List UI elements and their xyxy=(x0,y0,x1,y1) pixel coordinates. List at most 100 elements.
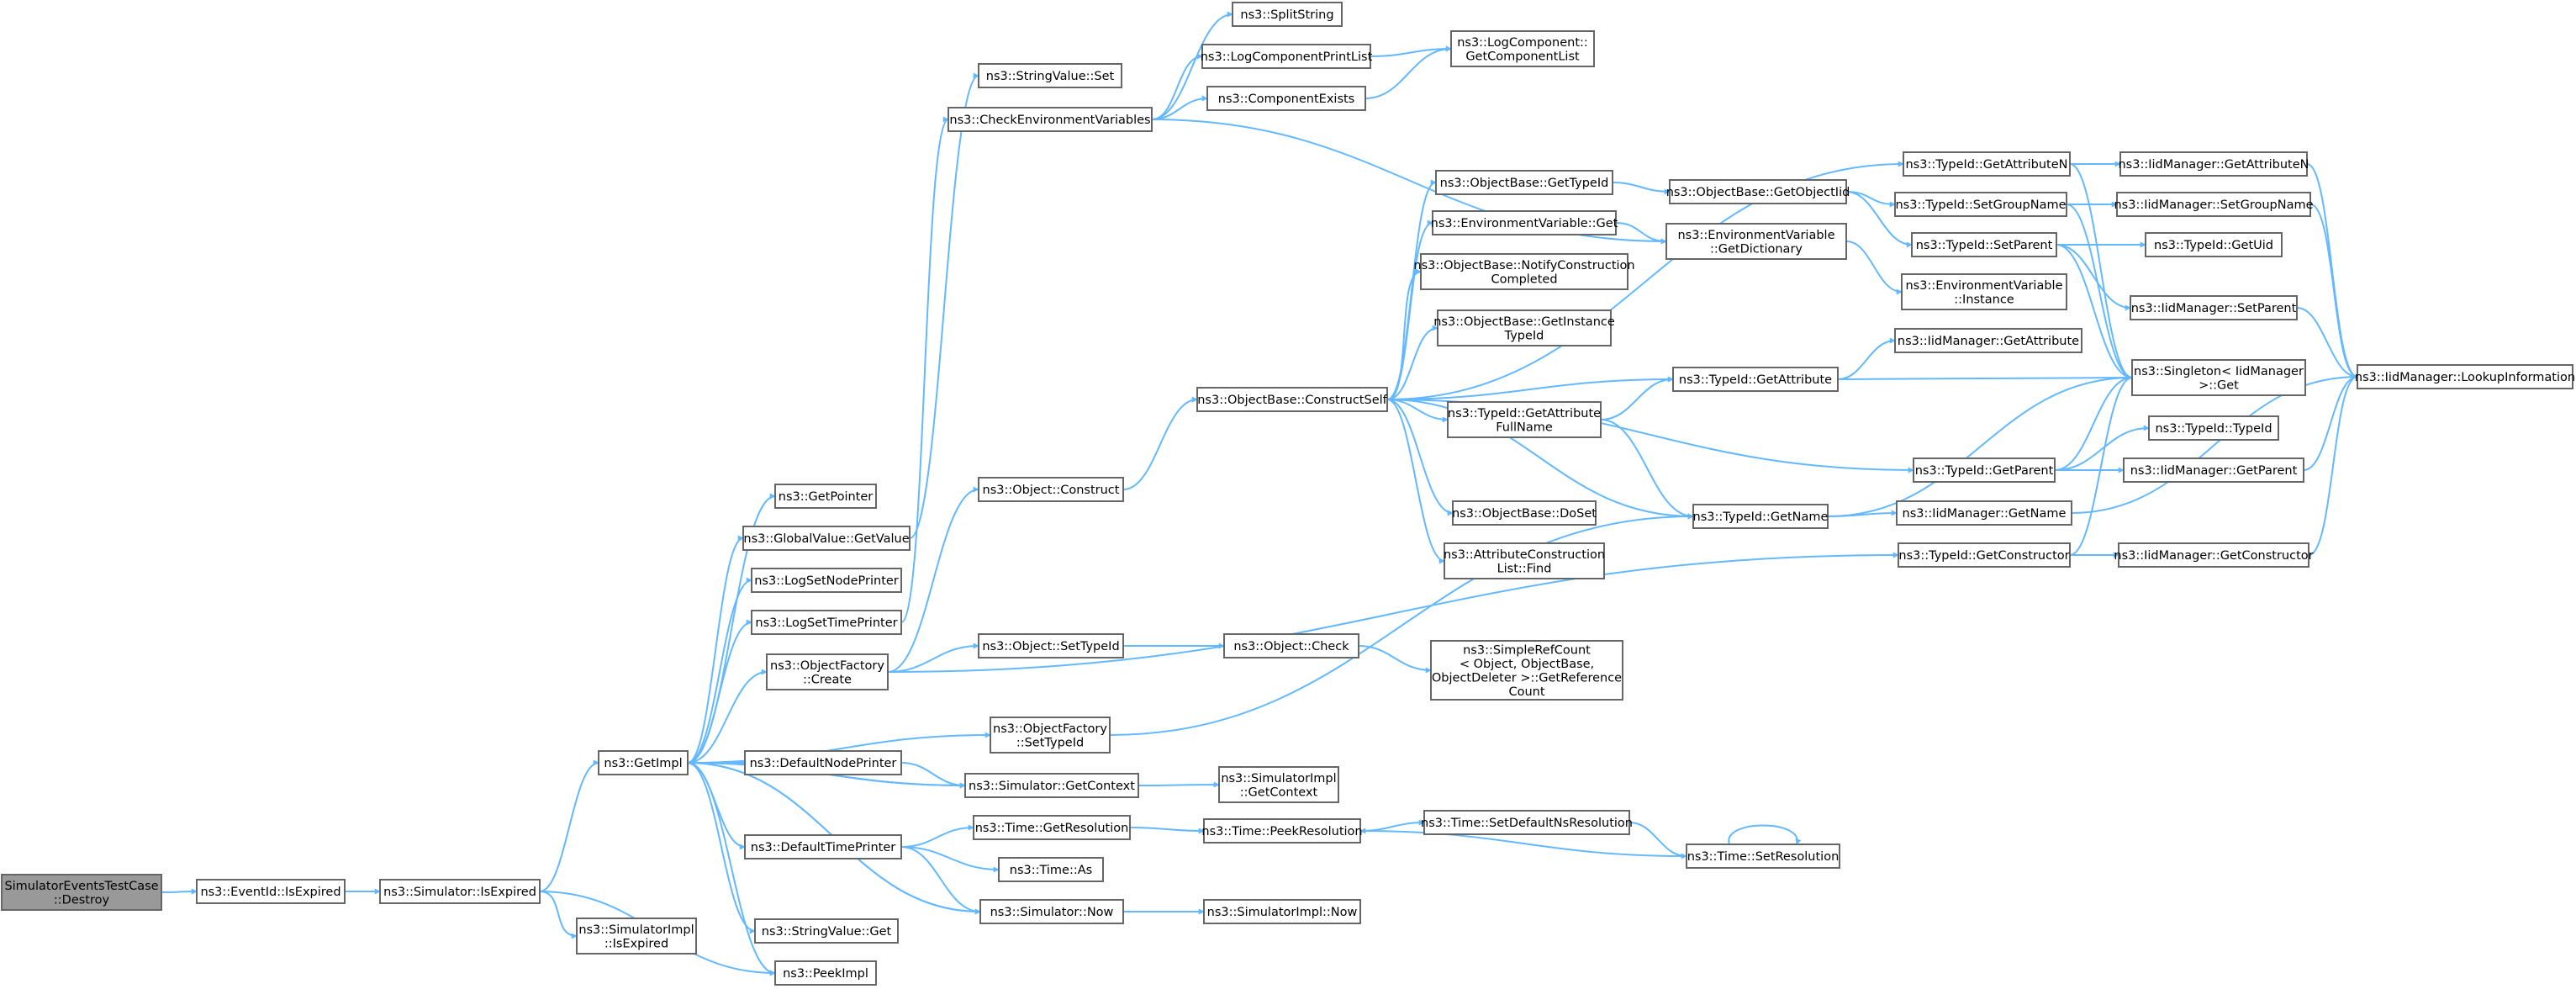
node-logsettimeprinter[interactable]: ns3::LogSetTimePrinter xyxy=(751,610,902,635)
edge-objectfactory_create-to-typeid_getconstructor xyxy=(887,552,1899,673)
node-box xyxy=(978,63,1122,88)
node-label: ns3::PeekImpl xyxy=(783,967,868,981)
node-objectbase_gettypeid[interactable]: ns3::ObjectBase::GetTypeId xyxy=(1435,170,1613,195)
node-peekimpl[interactable]: ns3::PeekImpl xyxy=(774,960,877,986)
node-box xyxy=(2131,359,2306,396)
node-iidmanager_setgroupname[interactable]: ns3::IidManager::SetGroupName xyxy=(2114,192,2314,217)
node-componentexists[interactable]: ns3::ComponentExists xyxy=(1206,86,1366,111)
node-box xyxy=(1692,504,1829,529)
node-simplerefcount[interactable]: ns3::SimpleRefCount< Object, ObjectBase,… xyxy=(1430,640,1623,701)
node-label: ns3::TypeId::GetParent xyxy=(1915,464,2054,478)
node-box xyxy=(1898,542,2071,568)
node-typeid_setparent[interactable]: ns3::TypeId::SetParent xyxy=(1911,232,2057,257)
edge-object_construct-to-objectbase_constructself xyxy=(1122,396,1198,490)
node-label: ns3::LogComponentPrintList xyxy=(1201,50,1373,64)
node-time_setdefaultns[interactable]: ns3::Time::SetDefaultNsResolution xyxy=(1421,810,1633,835)
node-envvar_getdictionary[interactable]: ns3::EnvironmentVariable::GetDictionary xyxy=(1665,223,1847,260)
node-typeid_getattributen[interactable]: ns3::TypeId::GetAttributeN xyxy=(1903,151,2071,177)
node-iidmanager_setparent[interactable]: ns3::IidManager::SetParent xyxy=(2130,295,2298,320)
edge-defaulttimeprinter-to-time_as xyxy=(900,846,1000,873)
node-iidmanager_lookupinformation[interactable]: ns3::IidManager::LookupInformation xyxy=(2355,364,2575,389)
node-typeid_getconstructor[interactable]: ns3::TypeId::GetConstructor xyxy=(1898,542,2071,568)
node-label: ns3::EventId::IsExpired xyxy=(200,886,340,899)
node-box xyxy=(990,717,1111,754)
node-label: ns3::SimulatorImpl xyxy=(1221,772,1336,785)
node-logcomponentprintlist[interactable]: ns3::LogComponentPrintList xyxy=(1201,44,1373,69)
node-label: SimulatorEventsTestCase xyxy=(4,880,158,893)
node-time_as[interactable]: ns3::Time::As xyxy=(998,857,1104,882)
node-box xyxy=(1420,253,1628,290)
node-getpointer[interactable]: ns3::GetPointer xyxy=(774,484,877,509)
node-checkenv[interactable]: ns3::CheckEnvironmentVariables xyxy=(948,107,1153,132)
node-simimpl_isexpired[interactable]: ns3::SimulatorImpl::IsExpired xyxy=(576,918,697,955)
node-notifyconstruction[interactable]: ns3::ObjectBase::NotifyConstructionCompl… xyxy=(1413,253,1635,290)
node-getimpl[interactable]: ns3::GetImpl xyxy=(598,750,689,775)
node-label: ns3::IidManager::GetConstructor xyxy=(2114,549,2313,563)
node-label: ns3::Object::Check xyxy=(1233,640,1349,653)
node-time_getresolution[interactable]: ns3::Time::GetResolution xyxy=(973,815,1131,840)
node-box xyxy=(1430,640,1623,701)
node-sim_now[interactable]: ns3::Simulator::Now xyxy=(979,899,1124,924)
node-box xyxy=(2116,192,2311,217)
node-objectbase_constructself[interactable]: ns3::ObjectBase::ConstructSelf xyxy=(1196,387,1388,412)
node-object_construct[interactable]: ns3::Object::Construct xyxy=(978,477,1124,502)
node-stringvalue_get[interactable]: ns3::StringValue::Get xyxy=(754,918,899,944)
node-label: ns3::StringValue::Get xyxy=(762,925,892,939)
node-sim_getcontext[interactable]: ns3::Simulator::GetContext xyxy=(964,773,1139,798)
node-label: ns3::Time::As xyxy=(1010,864,1092,877)
node-typeid_typeid[interactable]: ns3::TypeId::TypeId xyxy=(2148,415,2279,441)
node-label: ns3::TypeId::GetUid xyxy=(2154,239,2273,252)
node-logsetnodeprinter[interactable]: ns3::LogSetNodePrinter xyxy=(751,568,902,593)
node-iidmanager_getname[interactable]: ns3::IidManager::GetName xyxy=(1896,500,2072,526)
node-object_settypeid[interactable]: ns3::Object::SetTypeId xyxy=(978,633,1124,658)
node-iidmanager_getattributen[interactable]: ns3::IidManager::GetAttributeN xyxy=(2118,151,2309,177)
node-objectfactory_create[interactable]: ns3::ObjectFactory::Create xyxy=(766,653,889,690)
node-envvar_instance[interactable]: ns3::EnvironmentVariable::Instance xyxy=(1901,273,2067,310)
node-objectbase_doset[interactable]: ns3::ObjectBase::DoSet xyxy=(1452,500,1597,526)
node-iidmanager_getattribute[interactable]: ns3::IidManager::GetAttribute xyxy=(1894,328,2082,353)
node-box xyxy=(379,879,541,904)
node-time_setresolution[interactable]: ns3::Time::SetResolution xyxy=(1686,844,1840,869)
node-label: ns3::Time::SetResolution xyxy=(1687,850,1840,864)
node-envvar_get[interactable]: ns3::EnvironmentVariable::Get xyxy=(1431,210,1618,235)
node-typeid_getattribute[interactable]: ns3::TypeId::GetAttribute xyxy=(1672,367,1839,392)
node-simimpl_now[interactable]: ns3::SimulatorImpl::Now xyxy=(1203,899,1361,924)
node-typeid_getname[interactable]: ns3::TypeId::GetName xyxy=(1692,504,1829,529)
node-stringvalue_set[interactable]: ns3::StringValue::Set xyxy=(978,63,1122,88)
node-sim_isexpired[interactable]: ns3::Simulator::IsExpired xyxy=(379,879,541,904)
node-box xyxy=(1232,2,1343,27)
edge-logsettimeprinter-to-checkenv xyxy=(900,116,949,623)
node-defaulttimeprinter[interactable]: ns3::DefaultTimePrinter xyxy=(744,834,902,859)
node-defaultnodeprinter[interactable]: ns3::DefaultNodePrinter xyxy=(744,750,902,775)
node-simimpl_getcontext[interactable]: ns3::SimulatorImpl::GetContext xyxy=(1218,766,1339,803)
edge-iidmanager_getattributen-to-iidmanager_lookupinformation xyxy=(2306,163,2358,380)
node-typeid_getparent[interactable]: ns3::TypeId::GetParent xyxy=(1913,457,2056,483)
node-time_peekresolution[interactable]: ns3::Time::PeekResolution xyxy=(1201,818,1363,844)
edge-typeid_getattributen-to-singleton_get xyxy=(2069,163,2133,381)
node-box xyxy=(998,857,1104,882)
node-iidmanager_getparent[interactable]: ns3::IidManager::GetParent xyxy=(2123,457,2304,483)
node-splitstring[interactable]: ns3::SplitString xyxy=(1232,2,1343,27)
node-objectbase_getobjectiid[interactable]: ns3::ObjectBase::GetObjectIid xyxy=(1666,179,1850,204)
node-object_check[interactable]: ns3::Object::Check xyxy=(1223,633,1359,658)
edge-typeid_setgroupname-to-singleton_get xyxy=(2066,204,2133,381)
node-box xyxy=(598,750,689,775)
edge-objectfactory_create-to-object_settypeid xyxy=(887,643,979,673)
node-eventid_isexpired[interactable]: ns3::EventId::IsExpired xyxy=(196,879,346,904)
node-iidmanager_getconstructor[interactable]: ns3::IidManager::GetConstructor xyxy=(2114,542,2314,568)
node-box xyxy=(978,477,1124,502)
node-label: ::GetContext xyxy=(1240,785,1318,799)
node-label: ns3::Object::SetTypeId xyxy=(982,640,1119,653)
node-globalvalue_getvalue[interactable]: ns3::GlobalValue::GetValue xyxy=(742,526,911,551)
node-label: ns3::ObjectBase::NotifyConstruction xyxy=(1413,259,1634,272)
node-objectfactory_settypeid[interactable]: ns3::ObjectFactory::SetTypeId xyxy=(990,717,1111,754)
node-label: ns3::Time::SetDefaultNsResolution xyxy=(1421,817,1633,830)
node-typeid_getuid[interactable]: ns3::TypeId::GetUid xyxy=(2145,232,2283,257)
edge-objectbase_constructself-to-attrconstructionlist_find xyxy=(1386,399,1445,564)
node-getcomponentlist[interactable]: ns3::LogComponent::GetComponentList xyxy=(1450,30,1595,67)
node-singleton_get[interactable]: ns3::Singleton< IidManager >::Get xyxy=(2131,359,2306,396)
node-typeid_setgroupname[interactable]: ns3::TypeId::SetGroupName xyxy=(1894,192,2067,217)
